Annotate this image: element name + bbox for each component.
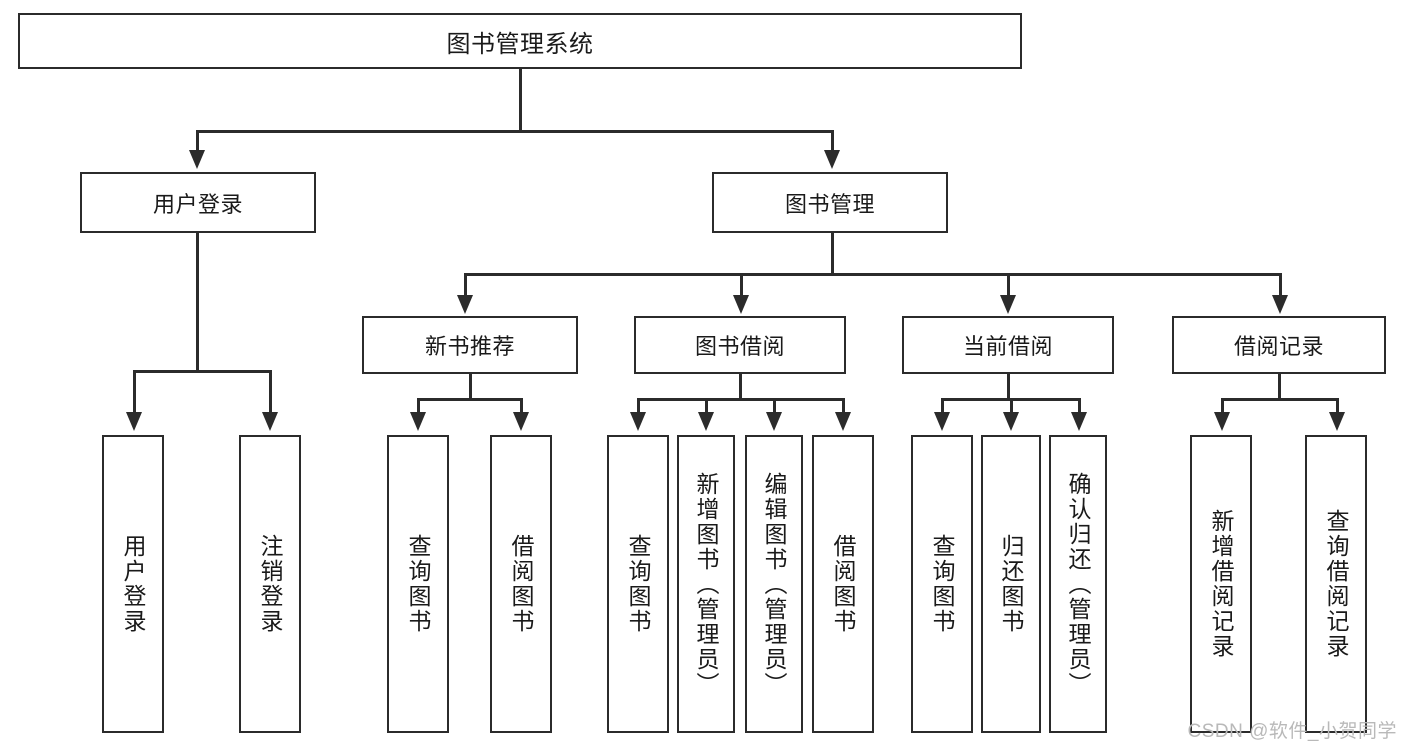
- arrowhead-leaf-query-book-3: [934, 412, 950, 431]
- connector-root-bus: [197, 130, 833, 133]
- node-leaf-query-book-3[interactable]: 查询图书: [911, 435, 973, 733]
- node-leaf-edit-book[interactable]: 编辑图书（管理员）: [745, 435, 803, 733]
- connector-bm-to-new-book: [464, 273, 467, 299]
- node-label: 借阅记录: [1233, 334, 1324, 359]
- arrowhead-new-book-recommend: [457, 295, 473, 314]
- connector-book-borrow-stem: [739, 374, 742, 400]
- node-label: 用户登录: [120, 534, 147, 634]
- connector-user-login-stem: [196, 233, 199, 371]
- arrowhead-book-management: [824, 150, 840, 169]
- connector-bb-to-leaf-3: [773, 398, 776, 416]
- node-label: 图书管理: [784, 191, 875, 217]
- arrowhead-user-login: [189, 150, 205, 169]
- node-leaf-query-book-2[interactable]: 查询图书: [607, 435, 669, 733]
- node-label: 图书借阅: [694, 334, 785, 359]
- connector-root-stem: [519, 69, 522, 131]
- node-leaf-add-record[interactable]: 新增借阅记录: [1190, 435, 1252, 733]
- csdn-watermark: CSDN @软件_小贺同学: [1187, 721, 1397, 742]
- arrowhead-leaf-borrow-book-2: [835, 412, 851, 431]
- arrowhead-leaf-logout: [262, 412, 278, 431]
- arrowhead-book-borrow: [733, 295, 749, 314]
- arrowhead-borrow-record: [1272, 295, 1288, 314]
- node-leaf-logout[interactable]: 注销登录: [239, 435, 301, 733]
- node-label: 新书推荐: [424, 334, 515, 359]
- arrowhead-leaf-add-record: [1214, 412, 1230, 431]
- node-label: 查询图书: [625, 534, 652, 634]
- connector-br-to-leaf-2: [1336, 398, 1339, 416]
- node-label: 归还图书: [998, 534, 1025, 634]
- node-label: 图书管理系统: [446, 30, 594, 58]
- connector-borrow-record-bus: [1221, 398, 1338, 401]
- connector-user-login-to-leaf-1: [133, 370, 136, 416]
- arrowhead-leaf-confirm-return: [1071, 412, 1087, 431]
- node-leaf-confirm-return[interactable]: 确认归还（管理员）: [1049, 435, 1107, 733]
- node-label: 查询图书: [405, 534, 432, 634]
- connector-cb-to-leaf-2: [1010, 398, 1013, 416]
- arrowhead-leaf-query-book-1: [410, 412, 426, 431]
- arrowhead-leaf-query-book-2: [630, 412, 646, 431]
- node-label: 查询借阅记录: [1323, 509, 1350, 659]
- connector-borrow-record-stem: [1278, 374, 1281, 400]
- connector-br-to-leaf-1: [1221, 398, 1224, 416]
- arrowhead-leaf-edit-book: [766, 412, 782, 431]
- connector-nb-to-leaf-1: [417, 398, 420, 416]
- connector-cb-to-leaf-1: [941, 398, 944, 416]
- connector-new-book-stem: [469, 374, 472, 400]
- node-leaf-user-login[interactable]: 用户登录: [102, 435, 164, 733]
- arrowhead-current-borrow: [1000, 295, 1016, 314]
- connector-book-management-bus: [464, 273, 1281, 276]
- node-current-borrow[interactable]: 当前借阅: [902, 316, 1114, 374]
- node-label: 新增图书（管理员）: [693, 471, 720, 697]
- node-leaf-return-book[interactable]: 归还图书: [981, 435, 1041, 733]
- connector-current-borrow-stem: [1007, 374, 1010, 400]
- node-label: 编辑图书（管理员）: [761, 471, 788, 697]
- node-label: 注销登录: [257, 534, 284, 634]
- node-leaf-query-book-1[interactable]: 查询图书: [387, 435, 449, 733]
- connector-new-book-bus: [417, 398, 522, 401]
- node-root-book-management-system[interactable]: 图书管理系统: [18, 13, 1022, 69]
- connector-root-to-user-login: [196, 130, 199, 154]
- arrowhead-leaf-borrow-book-1: [513, 412, 529, 431]
- node-leaf-add-book[interactable]: 新增图书（管理员）: [677, 435, 735, 733]
- node-new-book-recommend[interactable]: 新书推荐: [362, 316, 578, 374]
- connector-user-login-bus: [133, 370, 271, 373]
- node-leaf-borrow-book-2[interactable]: 借阅图书: [812, 435, 874, 733]
- connector-nb-to-leaf-2: [520, 398, 523, 416]
- connector-bm-to-borrow-record: [1279, 273, 1282, 299]
- node-label: 借阅图书: [508, 534, 535, 634]
- node-leaf-borrow-book-1[interactable]: 借阅图书: [490, 435, 552, 733]
- node-book-management[interactable]: 图书管理: [712, 172, 948, 233]
- connector-bb-to-leaf-4: [842, 398, 845, 416]
- arrowhead-leaf-user-login: [126, 412, 142, 431]
- connector-bb-to-leaf-1: [637, 398, 640, 416]
- connector-bm-to-current-borrow: [1007, 273, 1010, 299]
- connector-book-borrow-bus: [637, 398, 844, 401]
- connector-root-to-book-management: [831, 130, 834, 154]
- connector-book-management-stem: [831, 233, 834, 275]
- arrowhead-leaf-return-book: [1003, 412, 1019, 431]
- node-label: 用户登录: [152, 191, 243, 217]
- connector-bb-to-leaf-2: [705, 398, 708, 416]
- node-label: 借阅图书: [830, 534, 857, 634]
- node-label: 当前借阅: [962, 334, 1053, 359]
- connector-bm-to-book-borrow: [740, 273, 743, 299]
- node-label: 查询图书: [929, 534, 956, 634]
- arrowhead-leaf-add-book: [698, 412, 714, 431]
- arrowhead-leaf-query-record: [1329, 412, 1345, 431]
- node-label: 确认归还（管理员）: [1065, 471, 1092, 697]
- node-user-login[interactable]: 用户登录: [80, 172, 316, 233]
- connector-cb-to-leaf-3: [1078, 398, 1081, 416]
- node-label: 新增借阅记录: [1208, 509, 1235, 659]
- node-book-borrow[interactable]: 图书借阅: [634, 316, 846, 374]
- connector-user-login-to-leaf-2: [269, 370, 272, 416]
- node-leaf-query-record[interactable]: 查询借阅记录: [1305, 435, 1367, 733]
- node-borrow-record[interactable]: 借阅记录: [1172, 316, 1386, 374]
